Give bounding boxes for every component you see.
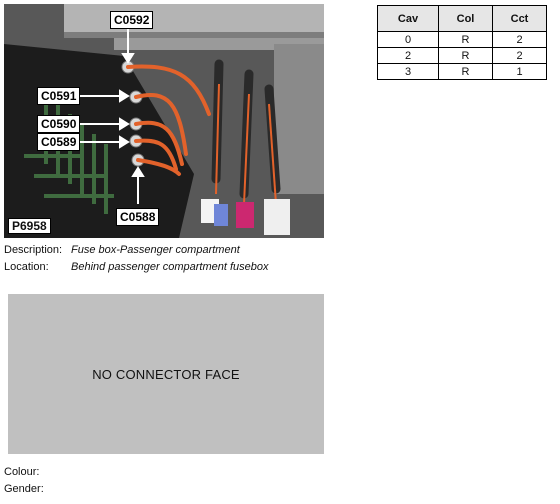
connector-face-panel: NO CONNECTOR FACE: [8, 294, 324, 454]
colour-label: Colour:: [4, 466, 40, 478]
location-label: Location:: [4, 261, 49, 273]
col-cell: R: [438, 47, 493, 64]
connector-face-text: NO CONNECTOR FACE: [92, 366, 240, 382]
table-row: 0 R 2: [376, 31, 547, 48]
cct-cell: 2: [492, 47, 547, 64]
description-value: Fuse box-Passenger compartment: [71, 244, 240, 256]
cct-cell: 2: [492, 31, 547, 48]
header-cct: Cct: [492, 5, 547, 32]
callout-c0590: C0590: [37, 115, 81, 133]
description-row: Description: Fuse box-Passenger compartme…: [4, 244, 240, 257]
photo-id-label: P6958: [8, 218, 51, 234]
callout-c0591: C0591: [37, 87, 81, 105]
cav-cell: 3: [376, 63, 440, 80]
pin-table-header: Cav Col Cct: [376, 5, 547, 32]
cav-cell: 0: [376, 31, 440, 48]
gender-label: Gender:: [4, 483, 44, 495]
table-row: 3 R 1: [376, 63, 547, 80]
cav-cell: 2: [376, 47, 440, 64]
location-row: Location: Behind passenger compartment fu…: [4, 261, 269, 274]
callout-c0592: C0592: [110, 11, 154, 29]
header-cav: Cav: [376, 5, 440, 32]
location-value: Behind passenger compartment fusebox: [71, 261, 269, 273]
description-label: Description:: [4, 244, 63, 256]
pin-table: Cav Col Cct 0 R 2 2 R 2 3 R 1: [376, 5, 547, 80]
callout-c0588: C0588: [116, 208, 160, 226]
col-cell: R: [438, 63, 493, 80]
cct-cell: 1: [492, 63, 547, 80]
callout-c0589: C0589: [37, 133, 81, 151]
connector-location-photo: C0592 C0591 C0590 C0589 C0588 P6958: [4, 4, 324, 238]
col-cell: R: [438, 31, 493, 48]
header-col: Col: [438, 5, 493, 32]
callout-arrows: [80, 26, 145, 204]
table-row: 2 R 2: [376, 47, 547, 64]
